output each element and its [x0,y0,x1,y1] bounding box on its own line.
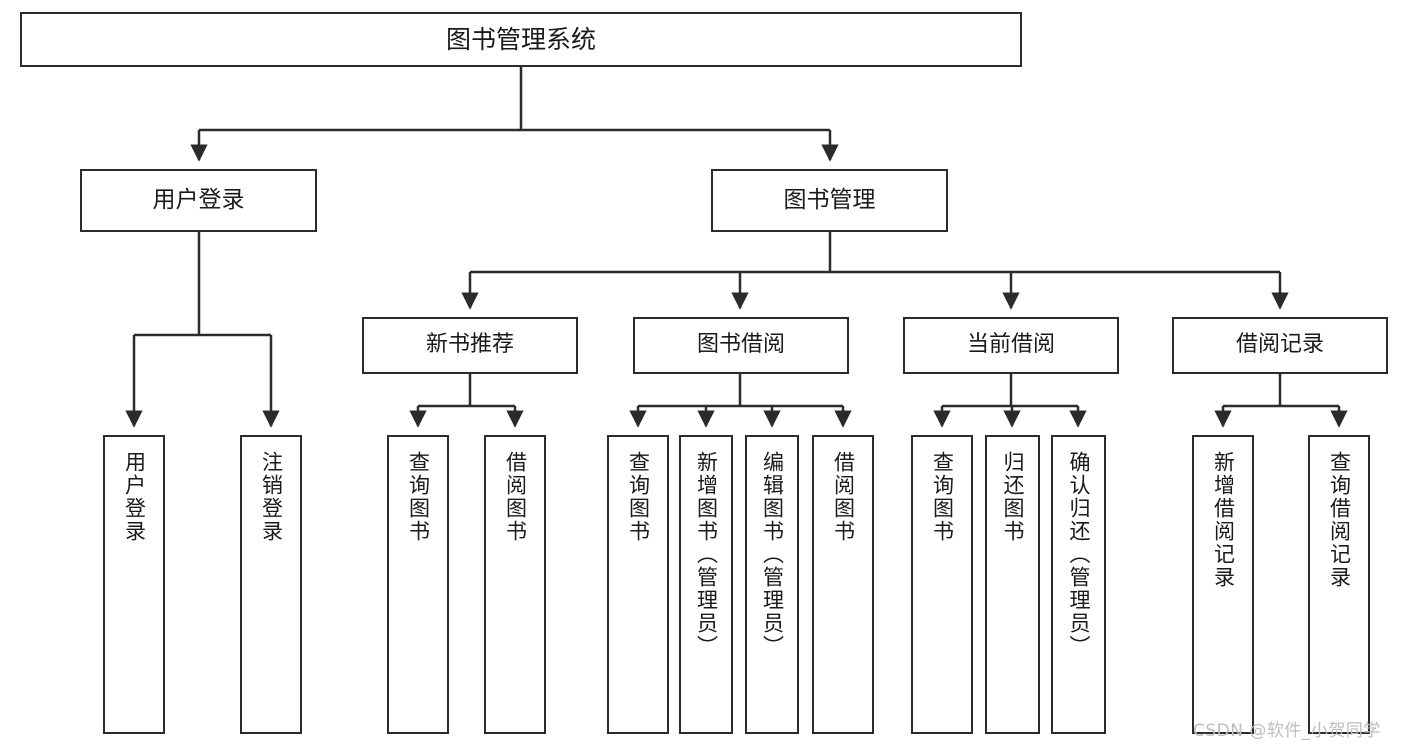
node-label: 新增图书（管理员） [694,451,719,658]
node-leaf-add-borrow-record[interactable]: 新增借阅记录 [1192,435,1254,734]
node-new-book-recommendation[interactable]: 新书推荐 [362,317,578,374]
node-label: 借阅记录 [1235,332,1324,358]
node-leaf-query-book-rec[interactable]: 查询图书 [387,435,449,734]
node-leaf-query-borrow-record[interactable]: 查询借阅记录 [1308,435,1370,734]
node-current-borrowing[interactable]: 当前借阅 [903,317,1119,374]
node-label: 查询图书 [626,451,651,543]
node-leaf-return-book[interactable]: 归还图书 [985,435,1040,734]
node-book-management[interactable]: 图书管理 [711,169,948,232]
node-root-book-management-system[interactable]: 图书管理系统 [20,12,1022,67]
node-label: 归还图书 [1001,451,1025,543]
node-leaf-user-login[interactable]: 用户登录 [103,435,165,734]
node-label: 借阅图书 [831,451,856,543]
csdn-watermark: CSDN @软件_小贺同学 [1193,721,1381,741]
node-label: 新增借阅记录 [1211,451,1236,589]
node-label: 用户登录 [152,186,245,213]
node-label: 图书管理 [783,186,876,213]
node-label: 查询借阅记录 [1327,451,1352,589]
node-label: 注销登录 [259,451,284,543]
node-label: 图书借阅 [696,332,785,358]
node-label: 当前借阅 [966,332,1055,358]
node-label: 确认归还（管理员） [1067,451,1091,658]
node-leaf-logout[interactable]: 注销登录 [240,435,302,734]
node-label: 查询图书 [930,451,955,543]
node-user-login[interactable]: 用户登录 [80,169,317,232]
node-book-borrowing[interactable]: 图书借阅 [633,317,849,374]
node-leaf-query-book-borrow[interactable]: 查询图书 [607,435,669,734]
node-borrowing-records[interactable]: 借阅记录 [1172,317,1388,374]
node-label: 编辑图书（管理员） [760,451,785,658]
node-leaf-query-book-current[interactable]: 查询图书 [911,435,973,734]
node-label: 查询图书 [406,451,431,543]
node-leaf-confirm-return-admin[interactable]: 确认归还（管理员） [1051,435,1106,734]
node-leaf-borrow-book[interactable]: 借阅图书 [812,435,874,734]
node-leaf-add-book-admin[interactable]: 新增图书（管理员） [679,435,733,734]
node-label: 借阅图书 [503,451,528,543]
node-label: 用户登录 [122,451,147,543]
node-label: 图书管理系统 [445,24,596,54]
node-label: 新书推荐 [425,332,514,358]
node-leaf-borrow-book-rec[interactable]: 借阅图书 [484,435,546,734]
node-leaf-edit-book-admin[interactable]: 编辑图书（管理员） [745,435,799,734]
